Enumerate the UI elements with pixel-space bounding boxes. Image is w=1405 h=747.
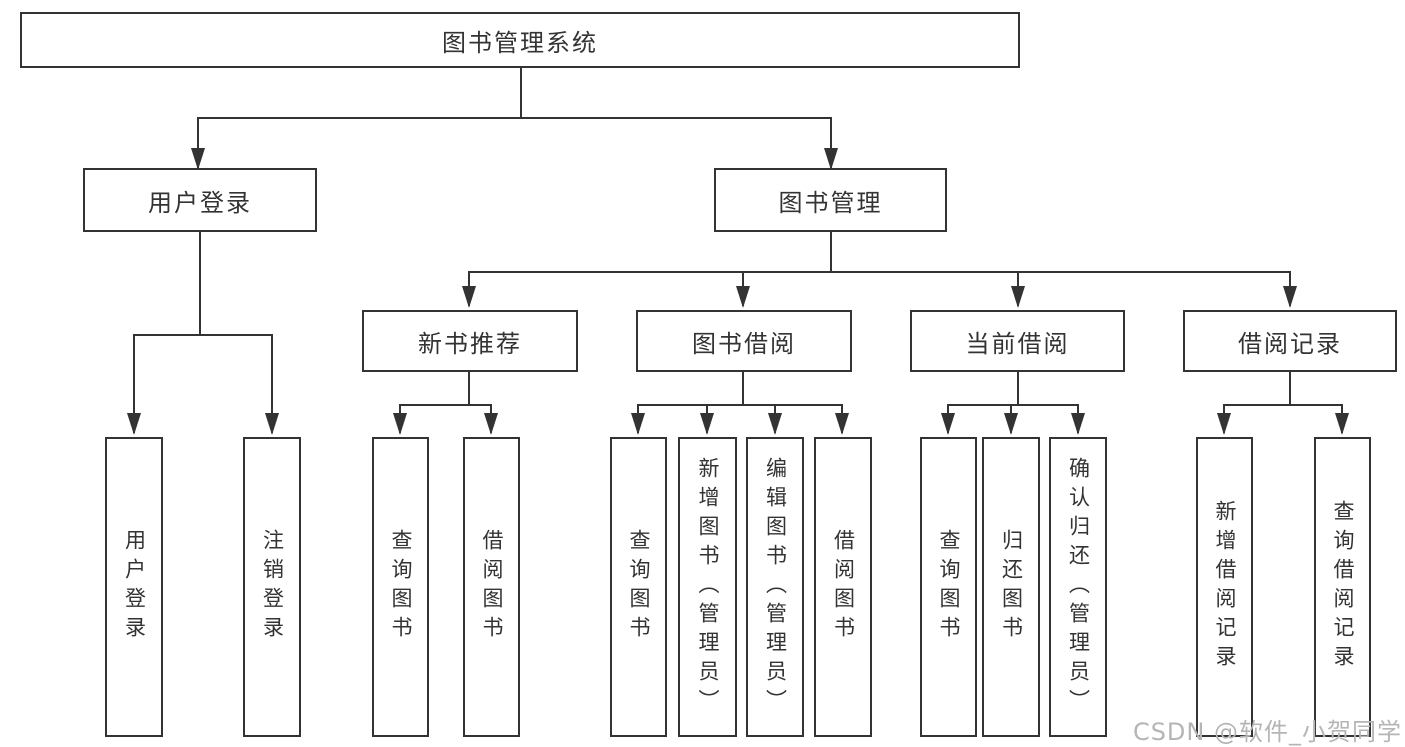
node-current-borrowing: 当前借阅 [910, 310, 1125, 372]
node-borrowing-records: 借阅记录 [1183, 310, 1397, 372]
node-label: 图书借阅 [692, 329, 796, 358]
arrowhead [700, 413, 714, 435]
arrowhead [1004, 413, 1018, 435]
node-query-books: 查询图书 [372, 437, 429, 737]
node-label: 新增借阅记录 [1213, 500, 1237, 674]
node-return-books: 归还图书 [982, 437, 1040, 737]
node-label: 查询图书 [937, 529, 961, 645]
arrowhead [191, 148, 205, 170]
node-label: 归还图书 [999, 529, 1024, 645]
node-label: 图书管理系统 [442, 28, 598, 57]
node-book-management: 图书管理 [714, 168, 947, 232]
node-book-borrowing: 图书借阅 [636, 310, 852, 372]
arrowhead [393, 413, 407, 435]
arrowhead [265, 413, 279, 435]
node-add-book-admin: 新增图书（管理员） [678, 437, 737, 737]
node-library-management-system: 图书管理系统 [20, 12, 1020, 68]
node-label: 借阅记录 [1238, 329, 1342, 358]
connector-user-login-to-children [133, 232, 273, 433]
arrowhead [941, 413, 955, 435]
node-label: 用户登录 [122, 529, 147, 645]
node-borrow-books: 借阅图书 [463, 437, 520, 737]
connector-book-borrow-to-children [637, 372, 843, 433]
node-label: 查询图书 [389, 529, 413, 645]
arrowhead [1217, 413, 1231, 435]
arrowhead [824, 148, 838, 170]
arrowhead [736, 286, 750, 308]
csdn-watermark: CSDN @软件_小贺同学 [1132, 718, 1402, 746]
node-borrow-books: 借阅图书 [814, 437, 872, 737]
node-label: 当前借阅 [965, 329, 1070, 358]
arrowhead [1071, 413, 1085, 435]
node-user-login-leaf: 用户登录 [105, 437, 163, 737]
connector-borrow-record-to-children [1223, 372, 1343, 433]
node-confirm-return-admin: 确认归还（管理员） [1049, 437, 1107, 737]
node-edit-book-admin: 编辑图书（管理员） [746, 437, 804, 737]
node-label: 新增图书（管理员） [696, 456, 720, 718]
node-logout: 注销登录 [243, 437, 301, 737]
node-label: 查询借阅记录 [1331, 500, 1355, 674]
arrowhead [1335, 413, 1349, 435]
connector-book-management-to-level3 [468, 232, 1291, 306]
node-new-book-recommendation: 新书推荐 [362, 310, 578, 372]
node-query-borrow-record: 查询借阅记录 [1314, 437, 1371, 737]
arrowhead [127, 413, 141, 435]
arrowhead [1283, 286, 1297, 308]
node-label: 确认归还（管理员） [1066, 456, 1091, 718]
arrowhead [462, 286, 476, 308]
node-query-books: 查询图书 [920, 437, 977, 737]
connector-new-book-to-children [399, 372, 492, 433]
connector-root-to-level2 [197, 68, 832, 170]
arrowhead [631, 413, 645, 435]
node-label: 编辑图书（管理员） [763, 456, 788, 718]
node-label: 查询图书 [627, 529, 651, 645]
node-label: 借阅图书 [831, 529, 856, 645]
arrowhead [768, 413, 782, 435]
node-user-login: 用户登录 [83, 168, 317, 232]
arrowhead [835, 413, 849, 435]
arrowhead [1011, 286, 1025, 308]
node-add-borrow-record: 新增借阅记录 [1196, 437, 1253, 737]
node-label: 图书管理 [778, 188, 883, 217]
node-label: 新书推荐 [418, 329, 522, 358]
arrowheads [127, 148, 1349, 435]
arrowhead [484, 413, 498, 435]
node-label: 借阅图书 [480, 529, 504, 645]
node-label: 用户登录 [148, 188, 252, 217]
node-query-books: 查询图书 [610, 437, 667, 737]
node-label: 注销登录 [260, 529, 285, 645]
